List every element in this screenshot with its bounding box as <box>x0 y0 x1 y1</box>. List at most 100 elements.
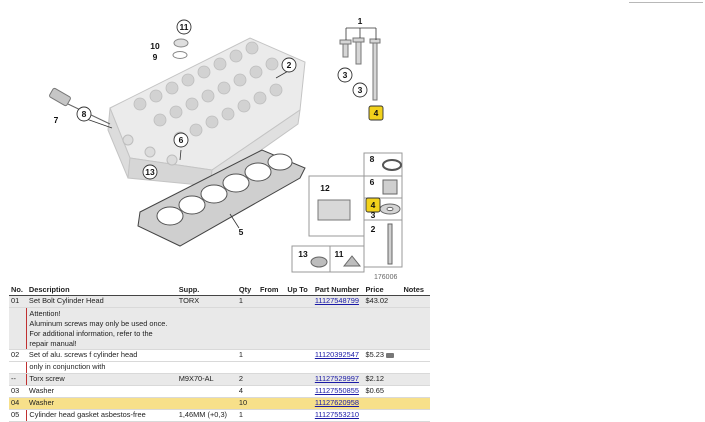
callout-label: 3 <box>343 70 348 80</box>
callout-label: 5 <box>239 227 244 237</box>
row-qty: 1 <box>236 409 258 422</box>
table-row: 01 Set Bolt Cylinder Head TORX 1 1112754… <box>9 295 430 308</box>
header-part-number: Part Number <box>312 284 364 296</box>
row-part-number[interactable]: 11127529997 <box>312 373 364 386</box>
row-up-to <box>285 295 313 308</box>
row-price: $2.12 <box>363 373 402 386</box>
callout-circle <box>337 67 353 83</box>
row-qty: 10 <box>236 397 258 410</box>
callout-label: 13 <box>298 249 308 259</box>
image-number: 176006 <box>374 274 397 281</box>
header-qty: Qty <box>236 284 258 296</box>
callout-label: 4 <box>371 200 376 210</box>
callout-label: 10 <box>150 41 160 51</box>
part-number-link[interactable]: 11120392547 <box>314 350 359 359</box>
table-row: only in conjunction with <box>9 361 430 374</box>
callout-label: 2 <box>287 60 292 70</box>
row-supp <box>176 349 237 362</box>
row-no: 01 <box>9 295 27 308</box>
row-qty: 1 <box>236 349 258 362</box>
table-row: -- Torx screw M9X70-AL 2 11127529997 $2.… <box>9 373 430 386</box>
header-from: From <box>257 284 286 296</box>
callout-label: 6 <box>370 177 375 187</box>
row-qty: 4 <box>236 385 258 398</box>
callout-label: 8 <box>370 154 375 164</box>
callout-label: 3 <box>371 210 376 220</box>
callout-circle <box>176 19 192 35</box>
row-description: Cylinder head gasket asbestos-free <box>26 409 177 422</box>
part-number-link[interactable]: 11127620958 <box>314 398 359 407</box>
row-notes <box>401 295 430 308</box>
parts-table: No. Description Supp. Qty From Up To Par… <box>9 284 430 422</box>
callout-label: 2 <box>371 224 376 234</box>
row-part-number[interactable]: 11127553210 <box>312 409 364 422</box>
header-up-to: Up To <box>285 284 313 296</box>
callout-label: 4 <box>374 108 379 118</box>
table-row: 05 Cylinder head gasket asbestos-free 1,… <box>9 409 430 422</box>
header-no: No. <box>9 284 27 296</box>
row-description: Washer <box>26 385 177 398</box>
callout-label: 7 <box>54 115 59 125</box>
row-description: Set Bolt Cylinder Head <box>26 295 177 308</box>
row-no: -- <box>9 373 27 386</box>
row-supp <box>176 397 237 410</box>
callout-circle <box>76 106 92 122</box>
part-number-link[interactable]: 11127553210 <box>314 410 359 419</box>
callout-label: 13 <box>145 167 155 177</box>
table-row-selected: 04 Washer 10 11127620958 <box>9 397 430 410</box>
table-header: No. Description Supp. Qty From Up To Par… <box>9 284 430 296</box>
top-divider <box>629 2 703 3</box>
row-supp <box>176 385 237 398</box>
callout-highlight-box <box>368 105 384 121</box>
head-gasket-illustration <box>137 149 306 247</box>
row-price: $5.23 <box>363 349 402 362</box>
row-supp: TORX <box>176 295 237 308</box>
callout-circle <box>173 132 189 148</box>
callout-label: 11 <box>335 249 344 259</box>
header-supp: Supp. <box>176 284 237 296</box>
attention-line: For additional information, refer to the <box>29 329 153 338</box>
callout-label: 3 <box>358 85 363 95</box>
attention-note: Attention! Aluminum screws may only be u… <box>26 307 237 350</box>
row-price: $0.65 <box>363 385 402 398</box>
attention-line: repair manual! <box>29 339 77 348</box>
callout-label: 6 <box>179 135 184 145</box>
row-description: Washer <box>26 397 177 410</box>
gasket-illustration <box>172 38 189 59</box>
detail-panel <box>291 152 403 273</box>
row-description: Set of alu. screws f cylinder head <box>26 349 177 362</box>
callout-label: 11 <box>180 22 189 32</box>
callout-label: 8 <box>82 109 87 119</box>
part-number-link[interactable]: 11127548799 <box>314 296 359 305</box>
row-price <box>363 397 402 410</box>
row-no: 05 <box>9 409 27 422</box>
row-part-number[interactable]: 11127620958 <box>312 397 364 410</box>
callout-circle <box>281 57 297 73</box>
row-from <box>257 295 286 308</box>
row-qty: 2 <box>236 373 258 386</box>
header-price: Price <box>363 284 402 296</box>
attention-title: Attention! <box>29 309 61 318</box>
callout-label: 1 <box>358 16 363 26</box>
callout-label: 9 <box>153 52 158 62</box>
camera-icon[interactable] <box>385 352 394 358</box>
part-number-link[interactable]: 11127550855 <box>314 386 359 395</box>
callout-highlight-box <box>365 197 381 213</box>
part-number-link[interactable]: 11127529997 <box>314 374 359 383</box>
row-price <box>363 409 402 422</box>
attention-line: Aluminum screws may only be used once. <box>29 319 168 328</box>
header-notes: Notes <box>401 284 430 296</box>
row-part-number[interactable]: 11120392547 <box>312 349 364 362</box>
row-part-number[interactable]: 11127548799 <box>312 295 364 308</box>
row-no: 02 <box>9 349 27 362</box>
callout-label: 12 <box>320 183 330 193</box>
row-qty: 1 <box>236 295 258 308</box>
row-no: 03 <box>9 385 27 398</box>
row-description: only in conjunction with <box>26 361 177 374</box>
row-description: Torx screw <box>26 373 177 386</box>
callout-circle <box>352 82 368 98</box>
row-part-number[interactable]: 11127550855 <box>312 385 364 398</box>
bolts-illustration <box>339 37 381 101</box>
